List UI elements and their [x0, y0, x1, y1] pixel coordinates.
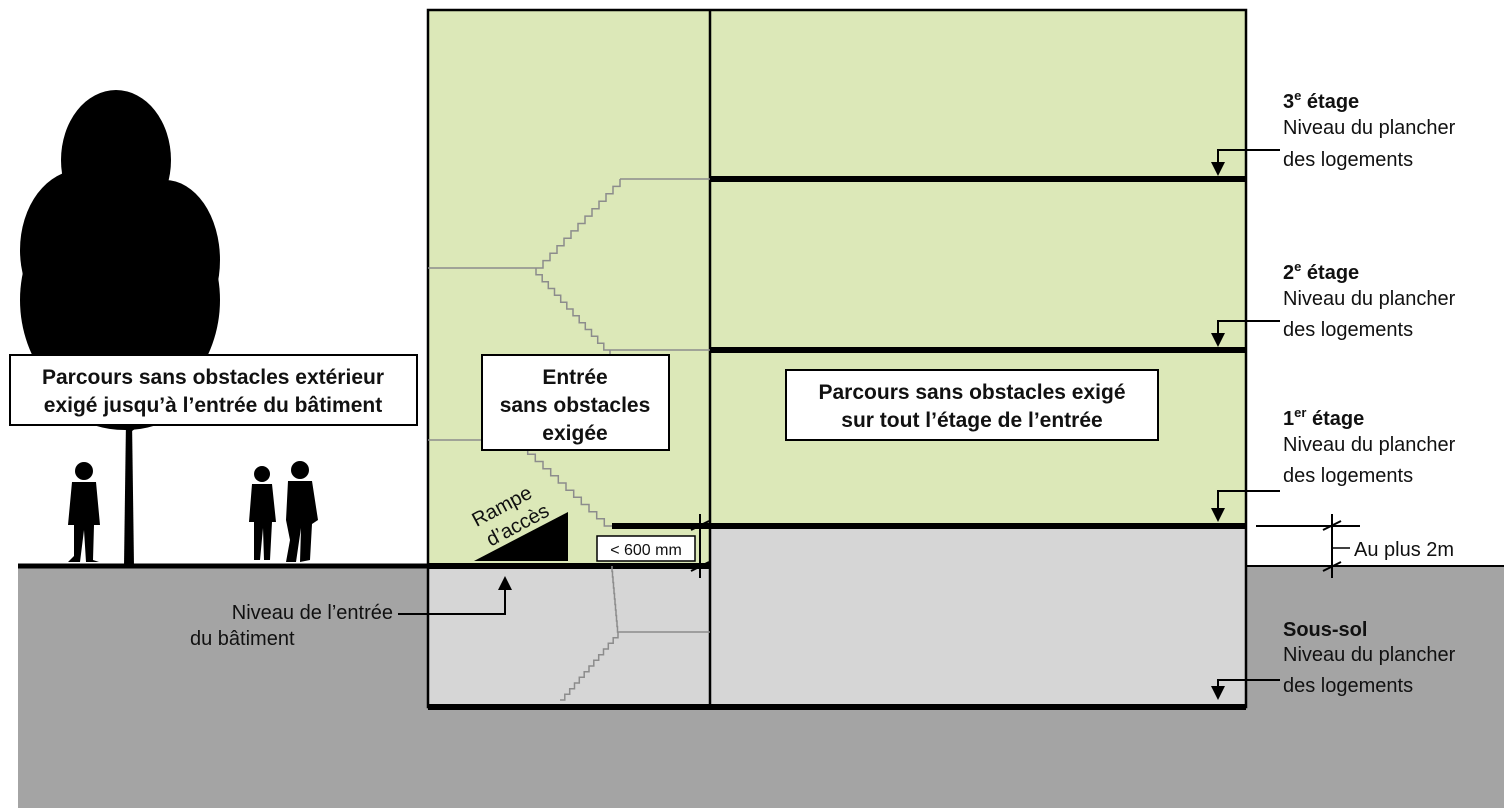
floor-line2: des logements [1283, 319, 1413, 341]
floor-number: 1 [1283, 408, 1294, 430]
ramp-icon [474, 512, 568, 561]
dimension-tick [1322, 520, 1342, 531]
exterior-path-line2: exigé jusqu’à l’entrée du bâtiment [44, 394, 382, 417]
entrance-level-line1: Niveau de l’entrée [232, 602, 393, 624]
arrow-down-icon [1211, 508, 1225, 522]
stairwell-basement-area [428, 566, 710, 707]
entrance-line3: exigée [542, 422, 607, 445]
floor-label-2: 2e étage Niveau du plancher des logement… [1283, 259, 1456, 341]
floor-suffix: e [1294, 259, 1301, 274]
entrance-level-line2: du bâtiment [190, 628, 295, 650]
svg-text:1er étage: 1er étage [1283, 405, 1364, 430]
exterior-path-line1: Parcours sans obstacles extérieur [42, 366, 384, 389]
height-limit-label: < 600 mm [610, 542, 682, 559]
person-icon [286, 461, 318, 562]
stair-flight [560, 632, 619, 701]
entrance-line2: sans obstacles [500, 394, 651, 417]
tree-icon [20, 90, 220, 566]
floor-path-box [785, 369, 1159, 441]
arrow-down-icon [1211, 333, 1225, 347]
entrance-level-leader [398, 590, 506, 615]
floor-name: Sous-sol [1283, 619, 1367, 641]
floor-line2: des logements [1283, 149, 1413, 171]
dimension-tick [690, 520, 710, 531]
person-icon [249, 466, 276, 560]
floor-suffix: e [1294, 88, 1301, 103]
entrance-line1: Entrée [542, 366, 607, 389]
floor-name: étage [1306, 408, 1364, 430]
floor-name: étage [1301, 262, 1359, 284]
dimension-tick [1322, 561, 1342, 572]
stair-flight [611, 566, 619, 633]
floor-line2: des logements [1283, 675, 1413, 697]
floor-number: 2 [1283, 262, 1294, 284]
person-icon [68, 462, 100, 562]
svg-text:3e étage: 3e étage [1283, 88, 1359, 113]
floor-suffix: er [1294, 405, 1306, 420]
floor-path-line2: sur tout l’étage de l’entrée [841, 409, 1102, 432]
floor-line1: Niveau du plancher [1283, 288, 1456, 310]
exterior-path-box [9, 354, 418, 426]
svg-text:2e étage: 2e étage [1283, 259, 1359, 284]
arrow-up-icon [498, 576, 512, 590]
floor-path-line1: Parcours sans obstacles exigé [819, 381, 1126, 404]
max-height-label: Au plus 2m [1354, 539, 1454, 561]
height-limit-box [596, 535, 696, 562]
arrow-down-icon [1211, 162, 1225, 176]
stair-flight [535, 268, 610, 351]
floor-name: étage [1301, 91, 1359, 113]
entrance-box [481, 354, 670, 451]
floor-label-1: 1er étage Niveau du plancher des logemen… [1283, 405, 1456, 487]
basement-area [710, 526, 1246, 707]
floor-leaders [1217, 149, 1280, 686]
floor-line1: Niveau du plancher [1283, 434, 1456, 456]
stair-flight [536, 179, 621, 269]
floor-line1: Niveau du plancher [1283, 644, 1456, 666]
floor-label-3: 3e étage Niveau du plancher des logement… [1283, 88, 1456, 171]
arrow-down-icon [1211, 686, 1225, 700]
stair-landings [428, 178, 710, 633]
floor-line1: Niveau du plancher [1283, 117, 1456, 139]
floor-line2: des logements [1283, 465, 1413, 487]
stair-flight [519, 440, 612, 527]
dimension-tick [690, 561, 710, 572]
floor-label-basement: Sous-sol Niveau du plancher des logement… [1283, 619, 1456, 697]
floor-number: 3 [1283, 91, 1294, 113]
